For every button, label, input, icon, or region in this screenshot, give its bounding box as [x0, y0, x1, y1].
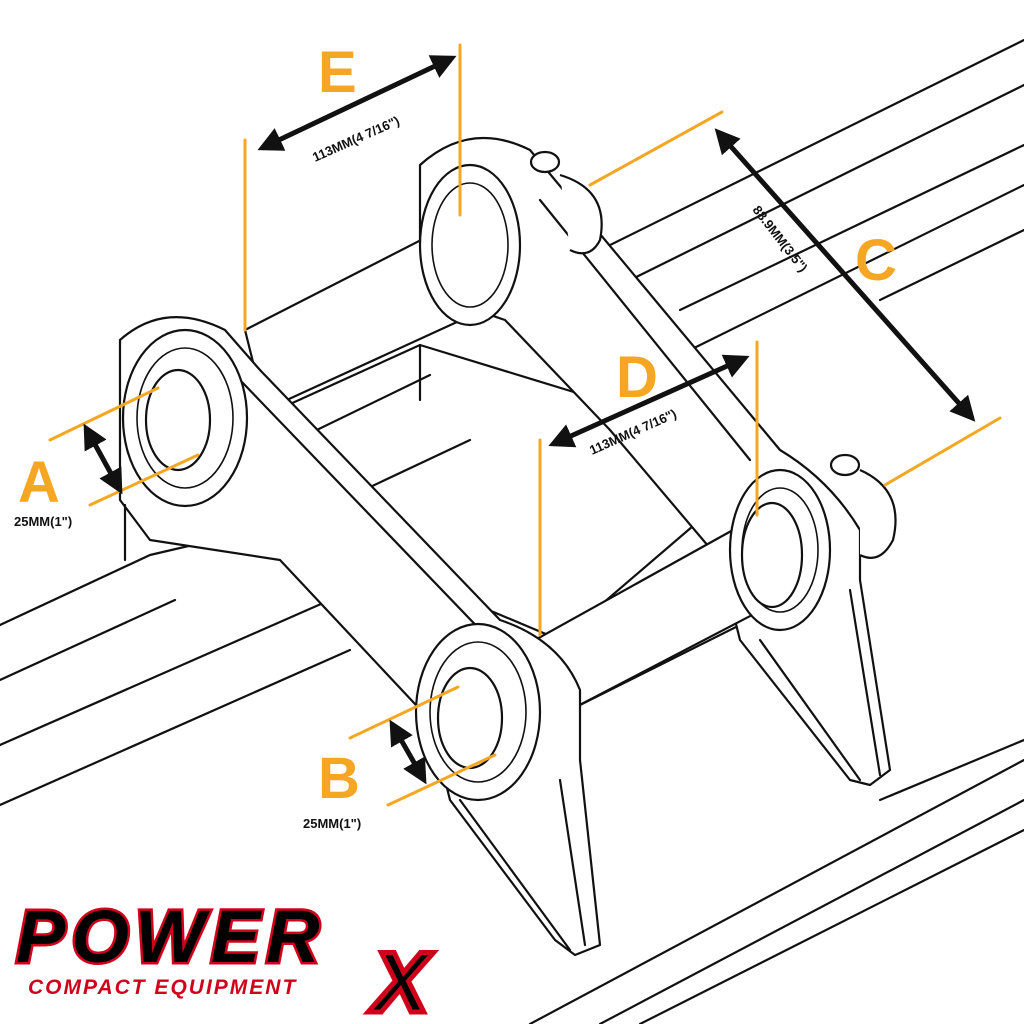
- dimension-arrow-e: [257, 55, 457, 151]
- extension-lines: [48, 43, 1002, 807]
- dimension-arrow-b: [389, 719, 427, 785]
- logo-x: X: [368, 935, 434, 1024]
- dimension-letter-e: E: [318, 40, 357, 105]
- dimension-value-c: 88.9MM(3.5"): [750, 203, 811, 275]
- powerx-logo: POWER POWER X COMPACT EQUIPMENT: [14, 893, 437, 1024]
- dimension-value-b: 25MM(1"): [303, 816, 361, 831]
- logo-brand-inner: POWER: [16, 895, 326, 978]
- top-pin: [243, 163, 522, 412]
- side-plate-left: [118, 316, 602, 957]
- logo-tagline: COMPACT EQUIPMENT: [28, 976, 297, 999]
- dimension-arrow-c: [714, 128, 976, 422]
- dimension-value-a: 25MM(1"): [14, 514, 72, 529]
- dimension-arrow-a: [83, 423, 123, 495]
- dimension-letters: E C D A B: [18, 40, 897, 811]
- dimension-letter-d: D: [616, 345, 658, 410]
- dimension-arrows: [83, 55, 976, 785]
- logo-brand: POWER: [16, 895, 326, 978]
- dimension-letter-c: C: [855, 228, 897, 293]
- dimension-letter-b: B: [318, 746, 360, 811]
- dimension-arrow-d: [548, 354, 750, 448]
- dimension-letter-a: A: [18, 450, 60, 515]
